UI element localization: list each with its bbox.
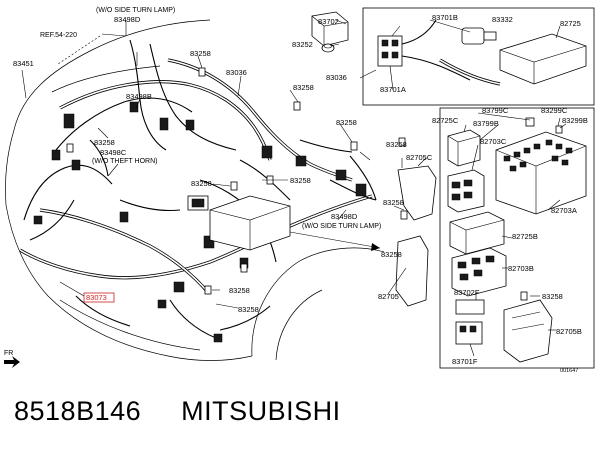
part-83702-cover bbox=[311, 11, 349, 47]
note-front: FR bbox=[4, 350, 13, 357]
harness-connectors bbox=[33, 101, 367, 343]
label-82725: 82725 bbox=[560, 19, 581, 28]
note-ref: REF.54-220 bbox=[40, 32, 77, 39]
part-83332-sensor bbox=[461, 27, 497, 45]
part-83702F-cover bbox=[455, 299, 485, 315]
label-83498B: 83498B bbox=[126, 92, 152, 101]
label-83258-b: 83258 bbox=[94, 138, 115, 147]
note-wo-side-turn-lamp-top: (W/O SIDE TURN LAMP) bbox=[96, 7, 175, 14]
leader-lines bbox=[21, 19, 567, 357]
lower-detail-frame bbox=[439, 107, 595, 369]
label-83258-c: 83258 bbox=[293, 83, 314, 92]
label-82705: 82705 bbox=[378, 292, 399, 301]
label-83498C: 83498C bbox=[100, 148, 127, 157]
part-83799C-relay bbox=[525, 117, 535, 127]
side-turn-arrow-head bbox=[371, 243, 380, 251]
front-direction-marker bbox=[4, 356, 20, 368]
part-82725C-cover bbox=[447, 129, 481, 167]
label-83258-i: 83258 bbox=[386, 140, 407, 149]
label-82703B: 82703B bbox=[508, 264, 534, 273]
label-82705B: 82705B bbox=[556, 327, 582, 336]
note-wo-side-turn-lamp-mid: (W/O SIDE TURN LAMP) bbox=[302, 223, 381, 230]
label-83701F: 83701F bbox=[452, 357, 478, 366]
label-83036-b: 83036 bbox=[326, 73, 347, 82]
footer-brand: MITSUBISHI bbox=[181, 396, 341, 426]
label-83299B: 83299B bbox=[562, 116, 588, 125]
label-83701A: 83701A bbox=[380, 85, 406, 94]
label-83073-box: 83073 bbox=[83, 292, 115, 303]
bolt-markers bbox=[66, 67, 528, 301]
label-83299C: 83299C bbox=[541, 106, 568, 115]
label-82703C: 82703C bbox=[480, 137, 507, 146]
part-82725-cover bbox=[499, 33, 587, 85]
label-82725C: 82725C bbox=[432, 116, 459, 125]
label-83258-a: 83258 bbox=[190, 49, 211, 58]
part-83252-grommet bbox=[321, 43, 335, 53]
engine-room-harness bbox=[19, 39, 377, 339]
part-82705-bracket bbox=[395, 235, 429, 307]
reference-dashed-line bbox=[57, 35, 101, 65]
label-83498D-mid: 83498D bbox=[331, 212, 358, 221]
side-turn-arrow-line bbox=[289, 231, 381, 249]
label-83258-h: 83258 bbox=[238, 305, 259, 314]
part-83299B-relay bbox=[555, 125, 563, 134]
label-83036-a: 83036 bbox=[226, 68, 247, 77]
label-83799B: 83799B bbox=[473, 119, 499, 128]
part-82725B-cover bbox=[449, 211, 505, 255]
label-83332: 83332 bbox=[492, 15, 513, 24]
label-83701B: 83701B bbox=[432, 13, 458, 22]
label-83451: 83451 bbox=[13, 59, 34, 68]
note-labels: (W/O SIDE TURN LAMP) (W/O THEFT HORN) (W… bbox=[4, 7, 578, 374]
label-83252: 83252 bbox=[292, 40, 313, 49]
part-labels: 83498D 83451 83258 83036 83498B 83258 83… bbox=[13, 13, 588, 366]
part-82703A-relay-box bbox=[495, 131, 587, 215]
label-83702F: 83702F bbox=[454, 288, 480, 297]
label-83702: 83702 bbox=[318, 17, 339, 26]
part-82705B-bracket bbox=[503, 299, 553, 363]
label-83258-f: 83258 bbox=[290, 176, 311, 185]
part-82705C-bracket bbox=[397, 165, 437, 221]
part-83701B-connector bbox=[377, 19, 501, 86]
part-83701F-connector bbox=[455, 321, 483, 345]
label-83073: 83073 bbox=[86, 293, 107, 302]
footer-part-number: 8518B146 bbox=[14, 396, 142, 426]
label-83258-g: 83258 bbox=[229, 286, 250, 295]
figure-code: 001647 bbox=[560, 368, 578, 374]
footer-caption: 8518B146 MITSUBISHI bbox=[14, 396, 373, 427]
label-83498D-top: 83498D bbox=[114, 15, 141, 24]
upper-detail-frame bbox=[362, 7, 595, 106]
label-82703A: 82703A bbox=[551, 206, 577, 215]
label-83258-d: 83258 bbox=[336, 118, 357, 127]
note-wo-theft-horn: (W/O THEFT HORN) bbox=[92, 158, 157, 165]
label-82705C: 82705C bbox=[406, 153, 433, 162]
relay-box-center bbox=[187, 195, 291, 251]
label-83258-l: 83258 bbox=[381, 250, 402, 259]
label-83258-e: 83258 bbox=[191, 179, 212, 188]
part-82703C-fusebox bbox=[447, 169, 485, 213]
vehicle-body-outline bbox=[5, 19, 385, 361]
label-83258-k: 83258 bbox=[542, 292, 563, 301]
label-83258-j: 83258 bbox=[383, 198, 404, 207]
label-82725B: 82725B bbox=[512, 232, 538, 241]
label-83799C: 83799C bbox=[482, 106, 509, 115]
part-82703B-fusebox bbox=[451, 247, 507, 297]
